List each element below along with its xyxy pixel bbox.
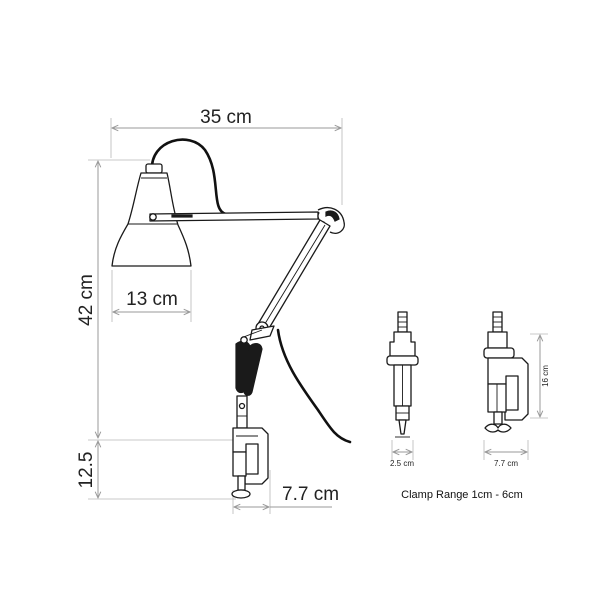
width-dimension: 35 cm — [110, 107, 343, 205]
base-post — [236, 395, 248, 429]
clamp-side-width-label: 2.5 cm — [390, 459, 414, 468]
clamp-front-view: 16 cm 7.7 cm — [483, 311, 550, 468]
upper-arm — [149, 209, 331, 223]
width-label: 35 cm — [200, 107, 252, 128]
lamp-illustration — [111, 138, 352, 499]
clamp-height-dimension: 12.5 — [76, 439, 236, 500]
clamp-front-height-label: 16 cm — [541, 365, 550, 387]
clamp-side-view: 2.5 cm — [386, 311, 419, 468]
lower-arm — [255, 219, 331, 335]
shade-label: 13 cm — [126, 289, 178, 310]
height-label: 42 cm — [76, 274, 97, 326]
shade-dimension: 13 cm — [111, 270, 192, 322]
balance-springs — [235, 325, 275, 396]
clamp-width-label: 7.7 cm — [282, 484, 339, 505]
elbow-joint — [317, 207, 345, 234]
clamp-front-width-label: 7.7 cm — [494, 459, 518, 468]
clamp-range-caption: Clamp Range 1cm - 6cm — [401, 489, 523, 501]
height-dimension: 42 cm — [76, 159, 150, 438]
clamp-width-dimension: 7.7 cm — [232, 470, 339, 514]
clamp-height-label: 12.5 — [76, 452, 97, 489]
desk-clamp — [231, 427, 269, 499]
power-cable — [150, 138, 228, 216]
